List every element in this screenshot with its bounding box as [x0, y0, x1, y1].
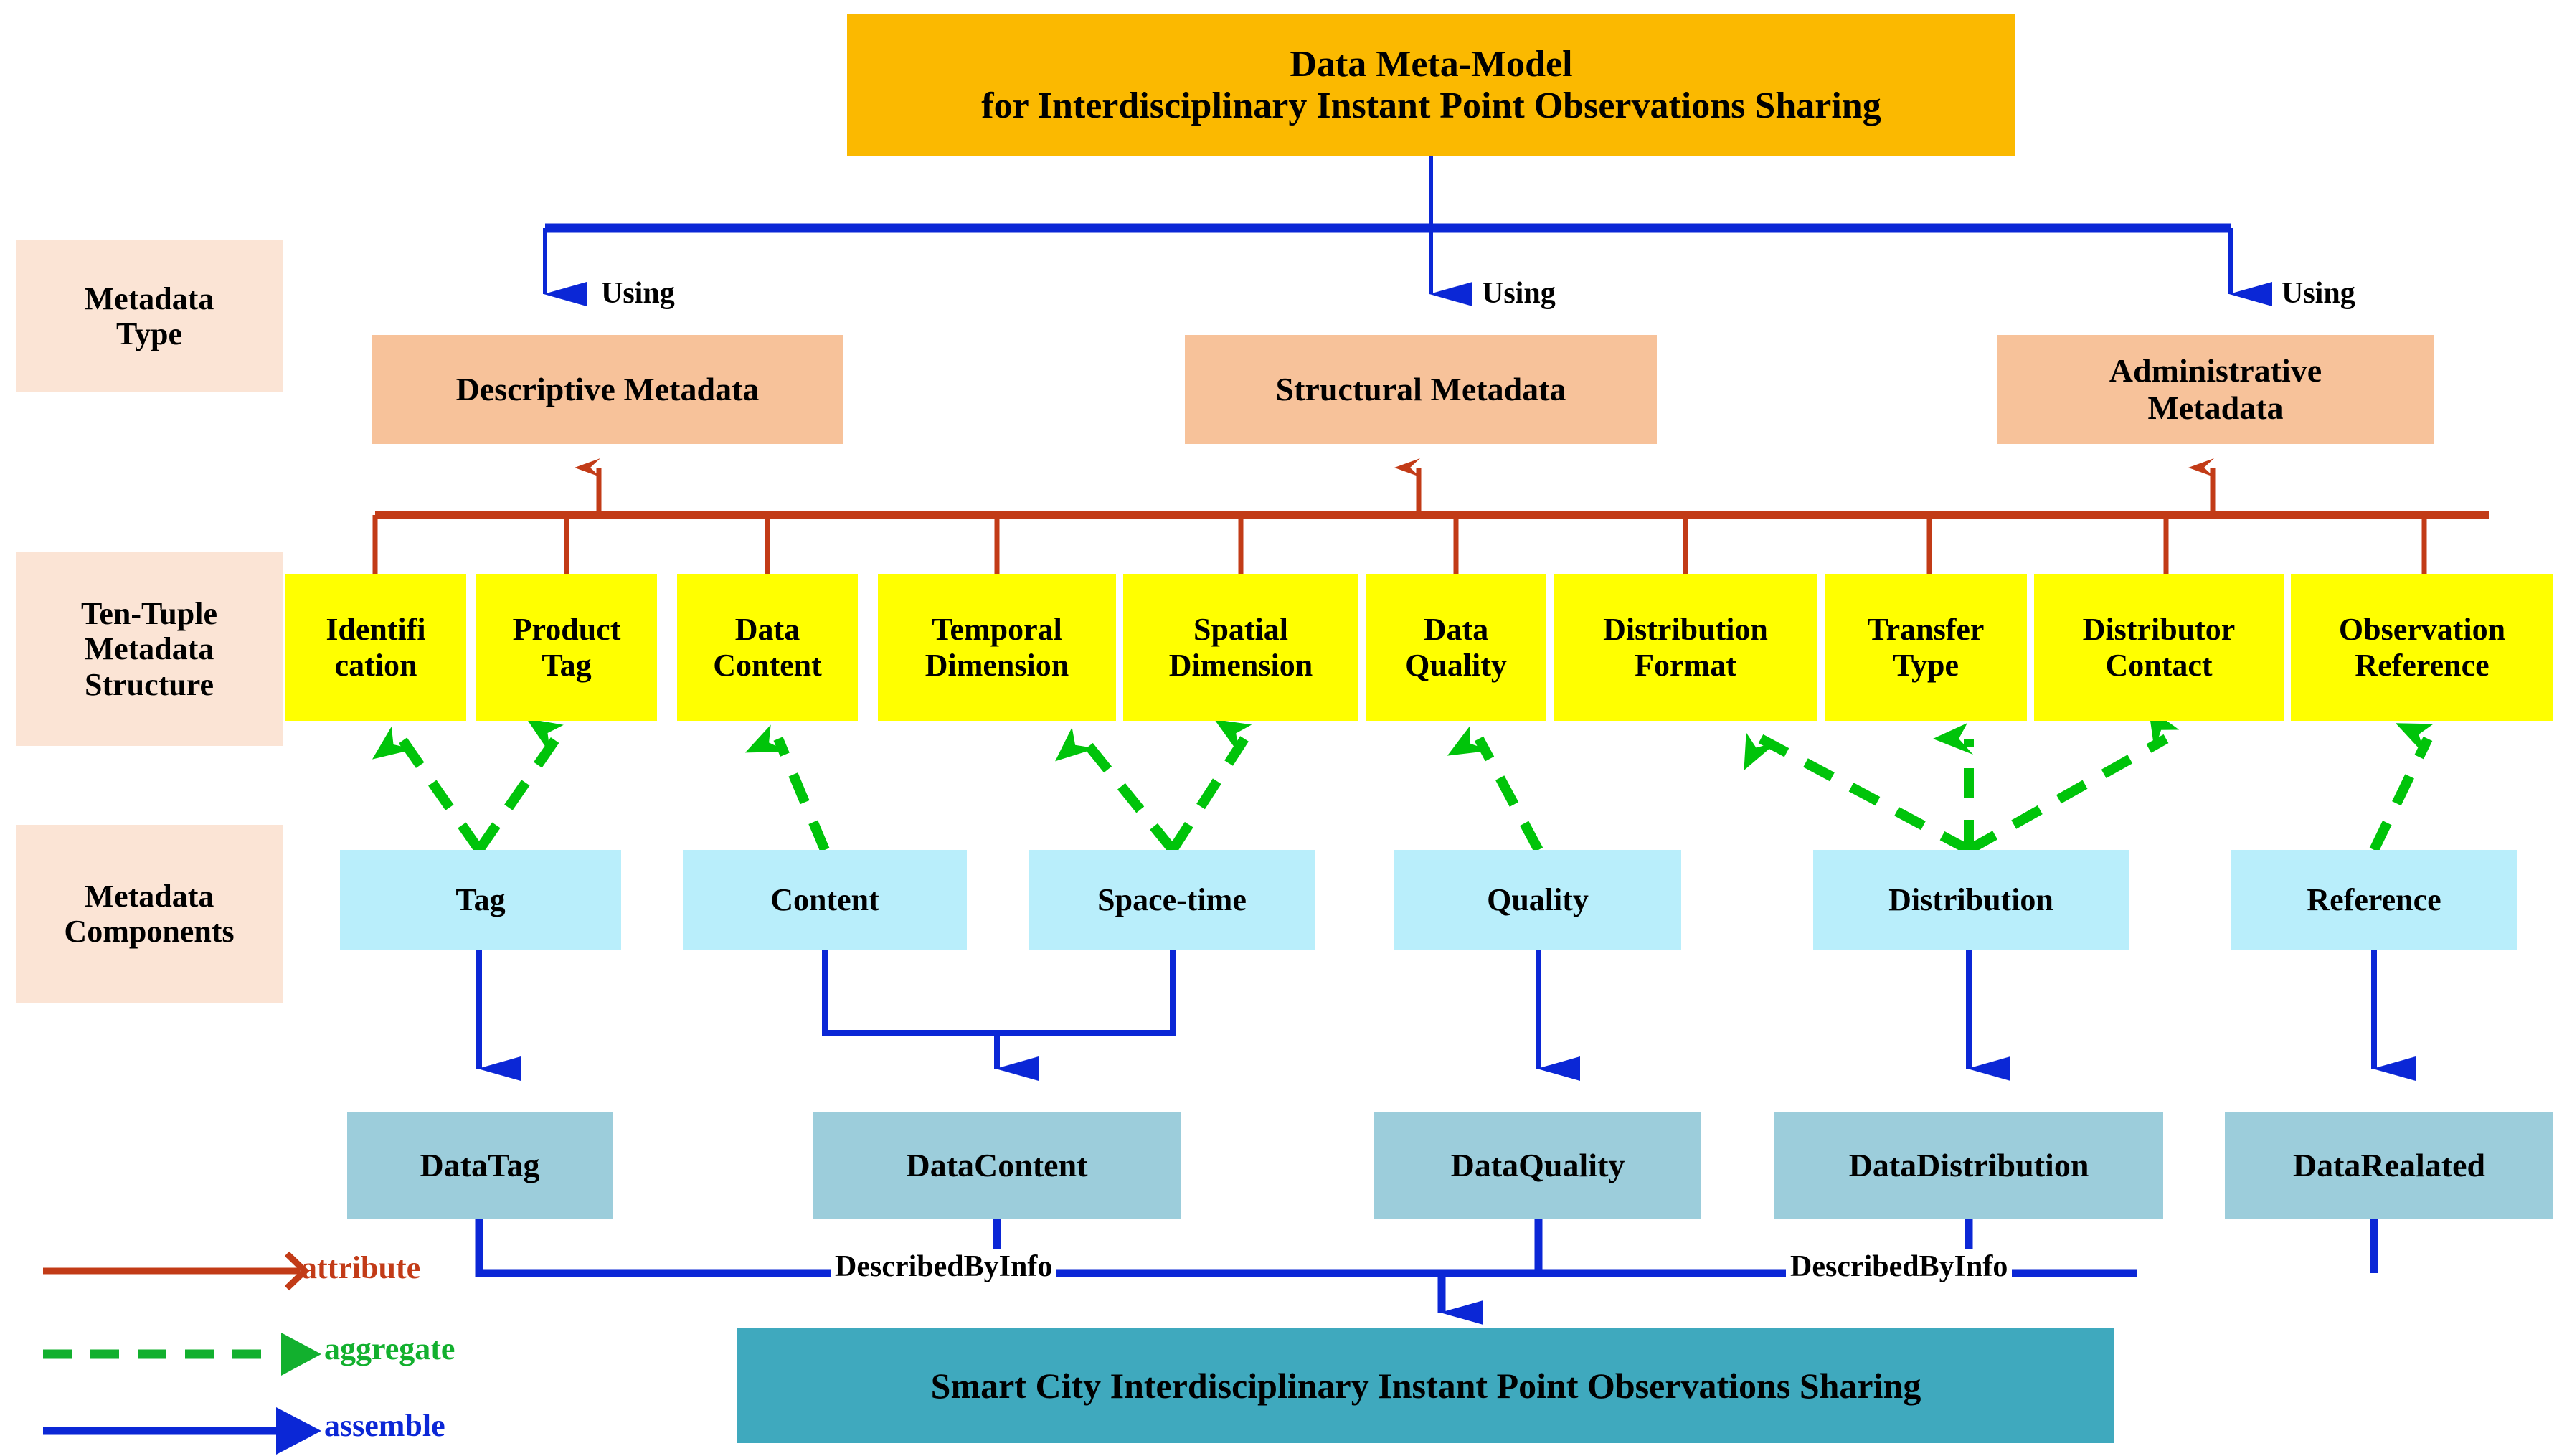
tuple-line-1: Identifi	[326, 612, 426, 648]
legend-label-attribute: attribute	[301, 1250, 421, 1285]
tuple-line-2: Dimension	[1168, 647, 1313, 683]
legend-lines	[43, 1251, 321, 1455]
lane-label-ten-tuple: Ten-Tuple Metadata Structure	[16, 552, 283, 746]
component-label: Space-time	[1097, 882, 1247, 918]
dataobject-label: DataRealated	[2292, 1147, 2486, 1184]
lane-label-line-2: Components	[64, 914, 235, 949]
tuple-line-1: Data	[734, 612, 800, 648]
metadata-type-descriptive[interactable]: Descriptive Metadata	[372, 335, 843, 444]
tuple-line-1: Distribution	[1603, 612, 1768, 648]
describedbyinfo-label-left: DescribedByInfo	[831, 1249, 1057, 1284]
using-connectors	[543, 154, 2272, 306]
tuple-line-2: Contact	[2105, 647, 2213, 683]
metadata-type-line-1: Structural Metadata	[1275, 371, 1566, 408]
lane-label-line-3: Structure	[84, 666, 214, 702]
metadata-type-structural[interactable]: Structural Metadata	[1185, 335, 1657, 444]
dataobject-datadistribution[interactable]: DataDistribution	[1774, 1112, 2163, 1219]
dataobject-label: DataContent	[906, 1147, 1088, 1184]
assemble-connectors	[476, 950, 2416, 1081]
dataobject-datatag[interactable]: DataTag	[347, 1112, 613, 1219]
tuple-line-1: Data	[1423, 612, 1489, 648]
using-label-administrative: Using	[2277, 276, 2360, 311]
lane-label-line-2: Metadata	[84, 631, 214, 667]
using-label-structural: Using	[1478, 276, 1560, 311]
title-line-2: for Interdisciplinary Instant Point Obse…	[981, 85, 1881, 126]
component-tag[interactable]: Tag	[340, 850, 621, 950]
component-space-time[interactable]: Space-time	[1029, 850, 1315, 950]
tuple-line-2: Quality	[1405, 647, 1507, 683]
bottom-target-label: Smart City Interdisciplinary Instant Poi…	[930, 1366, 1921, 1406]
component-label: Distribution	[1888, 882, 2053, 918]
lane-label-line-2: Type	[115, 316, 183, 351]
title-box: Data Meta-Model for Interdisciplinary In…	[847, 14, 2015, 156]
attribute-connectors	[372, 458, 2489, 574]
tuple-data-content[interactable]: Data Content	[677, 574, 858, 721]
tuple-line-2: cation	[334, 647, 417, 683]
lane-label-metadata-type: Metadata Type	[16, 240, 283, 392]
lane-label-line-1: Ten-Tuple	[81, 596, 217, 632]
tuple-line-2: Reference	[2355, 647, 2490, 683]
tuple-line-2: Dimension	[925, 647, 1069, 683]
component-quality[interactable]: Quality	[1394, 850, 1681, 950]
lane-label-line-1: Metadata	[84, 878, 214, 914]
dataobject-label: DataQuality	[1450, 1147, 1625, 1184]
using-label-descriptive: Using	[597, 276, 679, 311]
dataobject-label: DataDistribution	[1848, 1147, 2089, 1184]
component-reference[interactable]: Reference	[2231, 850, 2517, 950]
legend-label-aggregate: aggregate	[324, 1331, 455, 1366]
component-label: Tag	[455, 882, 506, 918]
title-line-1: Data Meta-Model	[1290, 43, 1573, 85]
tuple-line-1: Product	[512, 612, 621, 648]
tuple-data-quality[interactable]: Data Quality	[1366, 574, 1546, 721]
component-label: Reference	[2307, 882, 2441, 918]
dataobject-datacontent[interactable]: DataContent	[813, 1112, 1181, 1219]
component-distribution[interactable]: Distribution	[1813, 850, 2129, 950]
tuple-line-1: Temporal	[932, 612, 1062, 648]
describedbyinfo-connectors	[475, 1219, 2378, 1325]
tuple-spatial-dimension[interactable]: Spatial Dimension	[1123, 574, 1358, 721]
aggregate-connectors	[372, 707, 2434, 855]
tuple-product-tag[interactable]: Product Tag	[476, 574, 657, 721]
tuple-observation-reference[interactable]: Observation Reference	[2291, 574, 2553, 721]
tuple-distribution-format[interactable]: Distribution Format	[1554, 574, 1817, 721]
tuple-line-2: Content	[713, 647, 822, 683]
metadata-type-line-1: Administrative	[2109, 352, 2322, 389]
lane-label-line-1: Metadata	[84, 280, 214, 316]
lane-label-metadata-components: Metadata Components	[16, 825, 283, 1003]
tuple-line-1: Distributor	[2082, 612, 2236, 648]
tuple-line-1: Spatial	[1193, 612, 1289, 648]
tuple-distributor-contact[interactable]: Distributor Contact	[2034, 574, 2284, 721]
component-label: Content	[770, 882, 879, 918]
legend-label-assemble: assemble	[324, 1408, 445, 1443]
bottom-target-box[interactable]: Smart City Interdisciplinary Instant Poi…	[737, 1328, 2114, 1443]
tuple-line-2: Format	[1635, 647, 1736, 683]
dataobject-label: DataTag	[420, 1147, 540, 1184]
metadata-type-line-1: Descriptive Metadata	[455, 371, 760, 408]
tuple-transfer-type[interactable]: Transfer Type	[1825, 574, 2027, 721]
tuple-line-2: Tag	[542, 647, 592, 683]
tuple-identification[interactable]: Identifi cation	[285, 574, 466, 721]
describedbyinfo-label-right: DescribedByInfo	[1786, 1249, 2013, 1284]
tuple-line-2: Type	[1892, 647, 1959, 683]
tuple-line-1: Transfer	[1867, 612, 1985, 648]
component-content[interactable]: Content	[683, 850, 967, 950]
tuple-line-1: Observation	[2338, 612, 2506, 648]
component-label: Quality	[1487, 882, 1589, 918]
metadata-type-line-2: Metadata	[2147, 389, 2284, 426]
metadata-type-administrative[interactable]: Administrative Metadata	[1997, 335, 2434, 444]
dataobject-dataquality[interactable]: DataQuality	[1374, 1112, 1701, 1219]
dataobject-datarealated[interactable]: DataRealated	[2225, 1112, 2553, 1219]
tuple-temporal-dimension[interactable]: Temporal Dimension	[878, 574, 1116, 721]
